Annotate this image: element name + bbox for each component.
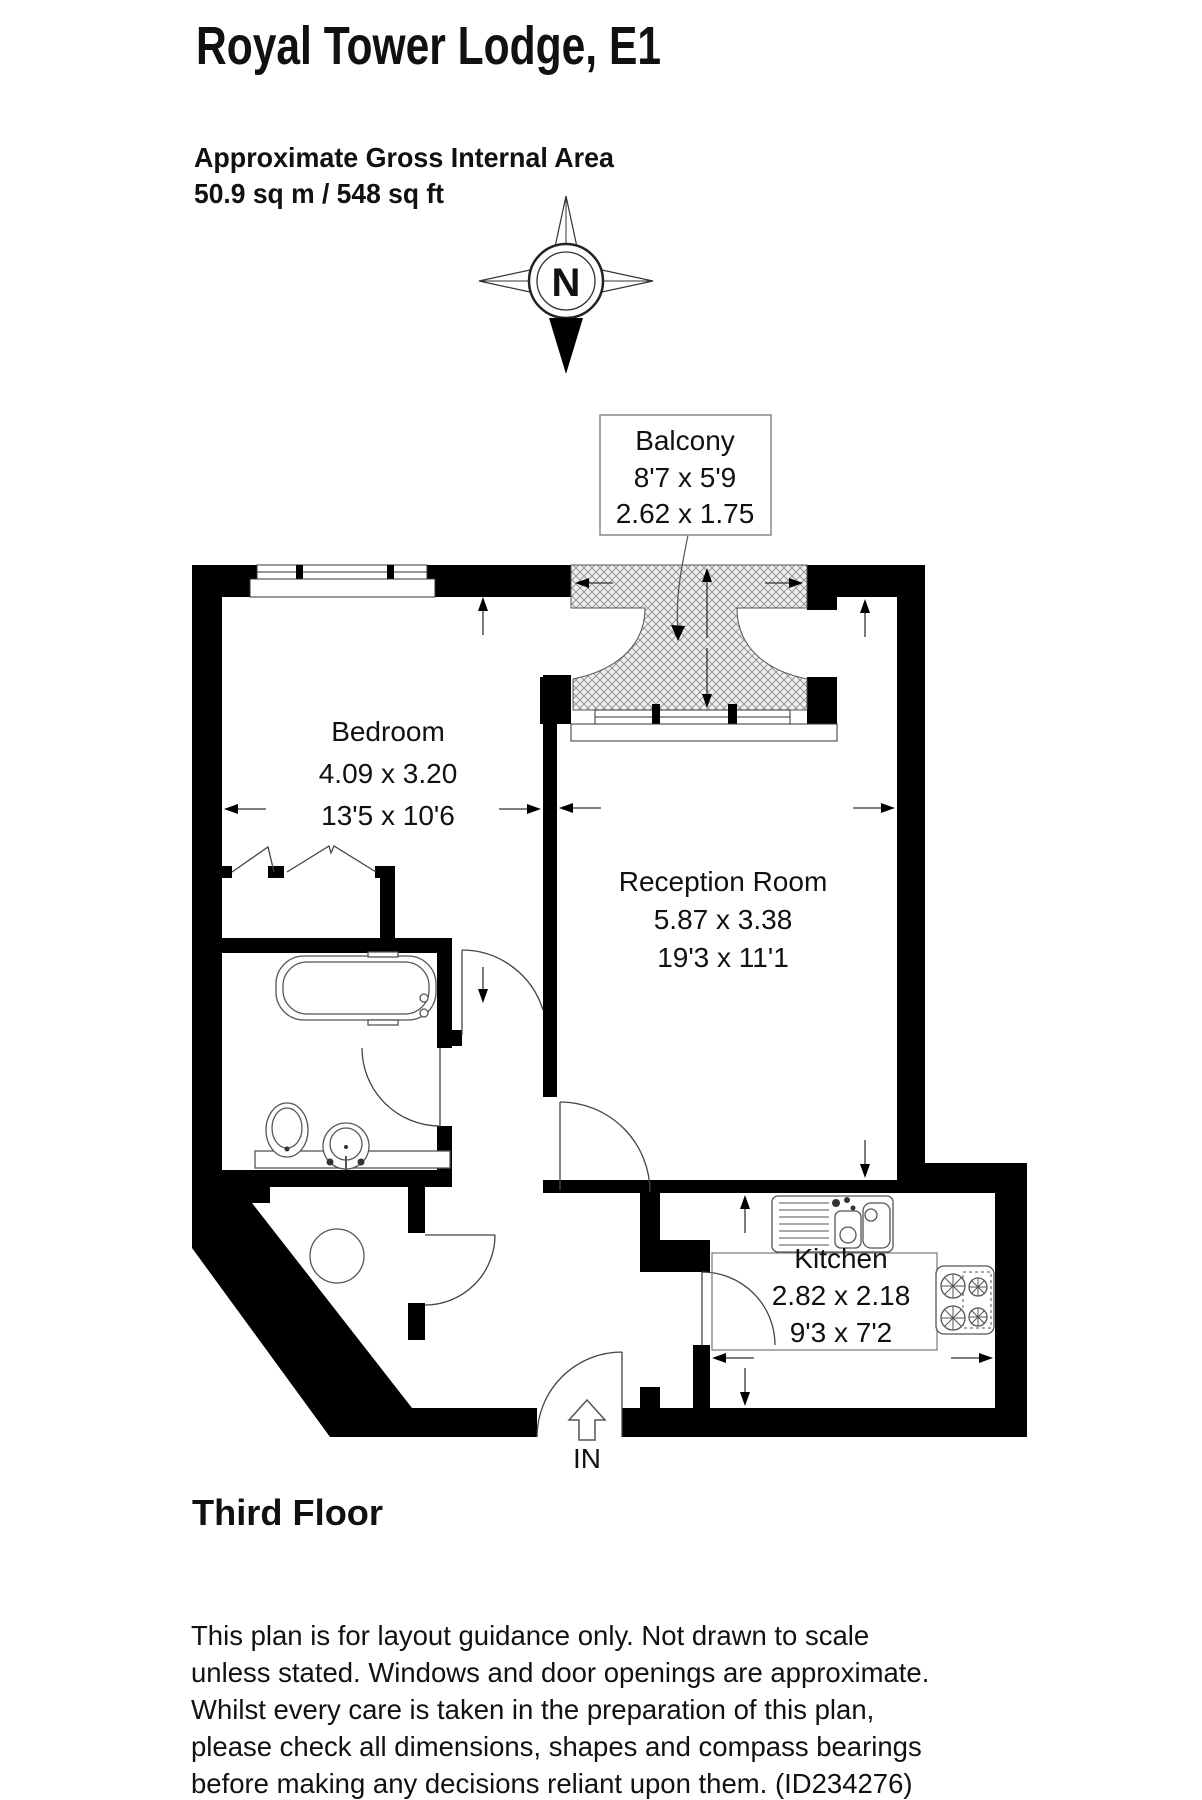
reception-label: Reception Room 5.87 x 3.38 19'3 x 11'1 [619, 866, 828, 973]
kitchen-imperial: 9'3 x 7'2 [790, 1317, 893, 1348]
kitchen-door [701, 1271, 776, 1346]
dimension-arrow [575, 578, 613, 588]
entrance-door [536, 1351, 623, 1438]
dimension-arrow [478, 967, 488, 1003]
disclaimer-line: unless stated. Windows and door openings… [191, 1657, 929, 1688]
dimension-arrow [702, 568, 712, 638]
kitchen-name: Kitchen [794, 1243, 887, 1274]
walls [192, 565, 1027, 1437]
balcony-label: Balcony 8'7 x 5'9 2.62 x 1.75 [599, 414, 772, 641]
entrance-arrow-icon [567, 1398, 607, 1441]
dimension-arrow [853, 803, 895, 813]
disclaimer-line: Whilst every care is taken in the prepar… [191, 1694, 874, 1725]
reception-name: Reception Room [619, 866, 828, 897]
stove-icon [935, 1265, 995, 1335]
entrance: IN [567, 1398, 607, 1474]
kitchen-label: Kitchen 2.82 x 2.18 9'3 x 7'2 [772, 1243, 911, 1348]
entrance-label: IN [573, 1443, 601, 1474]
dimension-arrow [224, 804, 266, 814]
disclaimer-line: This plan is for layout guidance only. N… [191, 1620, 869, 1651]
dimension-arrow [765, 578, 803, 588]
dimension-arrow [499, 804, 541, 814]
reception-door [559, 1101, 651, 1193]
compass-north-label: N [552, 261, 581, 305]
kitchen-metric: 2.82 x 2.18 [772, 1280, 911, 1311]
bedroom-door [461, 949, 544, 1035]
reception-window [570, 704, 838, 742]
balcony-name: Balcony [635, 425, 735, 456]
balcony-metric: 2.62 x 1.75 [616, 498, 755, 529]
leader-arrow-icon [671, 625, 685, 641]
sink-icon [322, 1122, 370, 1170]
dimension-arrow [712, 1353, 754, 1363]
dimension-arrows [224, 568, 993, 1406]
kitchen-sink-icon [771, 1195, 894, 1253]
dimension-arrow [478, 597, 488, 635]
disclaimer-line: before making any decisions reliant upon… [191, 1768, 913, 1799]
compass-icon: N [478, 195, 654, 374]
bathroom-door [361, 1047, 441, 1127]
dimension-arrow [860, 599, 870, 637]
reception-imperial: 19'3 x 11'1 [657, 942, 789, 973]
bedroom-metric: 4.09 x 3.20 [319, 758, 458, 789]
dimension-arrow [559, 803, 601, 813]
dimension-arrow [702, 648, 712, 708]
doors [361, 949, 776, 1438]
dimension-arrow [951, 1353, 993, 1363]
wardrobe-doors [231, 844, 377, 873]
washing-machine-icon [309, 1228, 365, 1284]
bedroom-imperial: 13'5 x 10'6 [321, 800, 455, 831]
bedroom-label: Bedroom 4.09 x 3.20 13'5 x 10'6 [319, 716, 458, 831]
bathtub-icon [275, 951, 437, 1026]
bedroom-name: Bedroom [331, 716, 445, 747]
disclaimer-line: please check all dimensions, shapes and … [191, 1731, 922, 1762]
area-value: 50.9 sq m / 548 sq ft [194, 178, 444, 209]
area-label: Approximate Gross Internal Area [194, 142, 614, 173]
disclaimer: This plan is for layout guidance only. N… [191, 1620, 929, 1799]
balcony-area [570, 564, 808, 711]
dimension-arrow [740, 1368, 750, 1406]
storage-door [424, 1234, 496, 1306]
dimension-arrow [860, 1140, 870, 1178]
bedroom-window [249, 564, 436, 598]
floor-label: Third Floor [192, 1492, 383, 1533]
dimension-arrow [740, 1195, 750, 1233]
reception-metric: 5.87 x 3.38 [654, 904, 793, 935]
page-title: Royal Tower Lodge, E1 [196, 16, 661, 76]
balcony-imperial: 8'7 x 5'9 [634, 462, 737, 493]
